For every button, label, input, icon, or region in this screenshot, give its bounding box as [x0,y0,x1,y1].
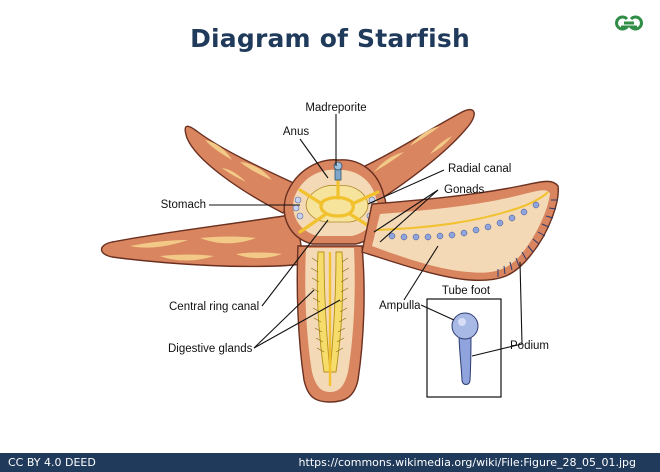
arm-upper-left [184,125,302,214]
leader-lines [209,114,523,357]
label-anus: Anus [283,126,309,138]
arm-upper-right [350,108,475,206]
label-madreporite: Madreporite [305,102,366,114]
label-stomach: Stomach [161,199,206,211]
source-url: https://commons.wikimedia.org/wiki/File:… [298,456,636,469]
arm-right [361,180,559,282]
label-gonads: Gonads [444,184,485,196]
license-text: CC BY 4.0 DEED [8,456,96,469]
page-title: Diagram of Starfish [190,24,470,53]
footer-bar: CC BY 4.0 DEED https://commons.wikimedia… [0,453,660,472]
geeksforgeeks-logo-icon [615,15,643,31]
arm-bottom [296,245,365,403]
label-ampulla: Ampulla [379,300,421,312]
label-central-ring-canal: Central ring canal [169,301,259,313]
tube-foot-inset [426,298,502,398]
label-tube-foot: Tube foot [442,285,491,297]
arm-left [100,213,305,268]
label-radial-canal: Radial canal [448,163,511,175]
label-digestive-glands: Digestive glands [168,343,253,355]
starfish-diagram: Madreporite Anus Radial canal Gonads Sto… [100,102,559,403]
label-podium: Podium [510,340,549,352]
